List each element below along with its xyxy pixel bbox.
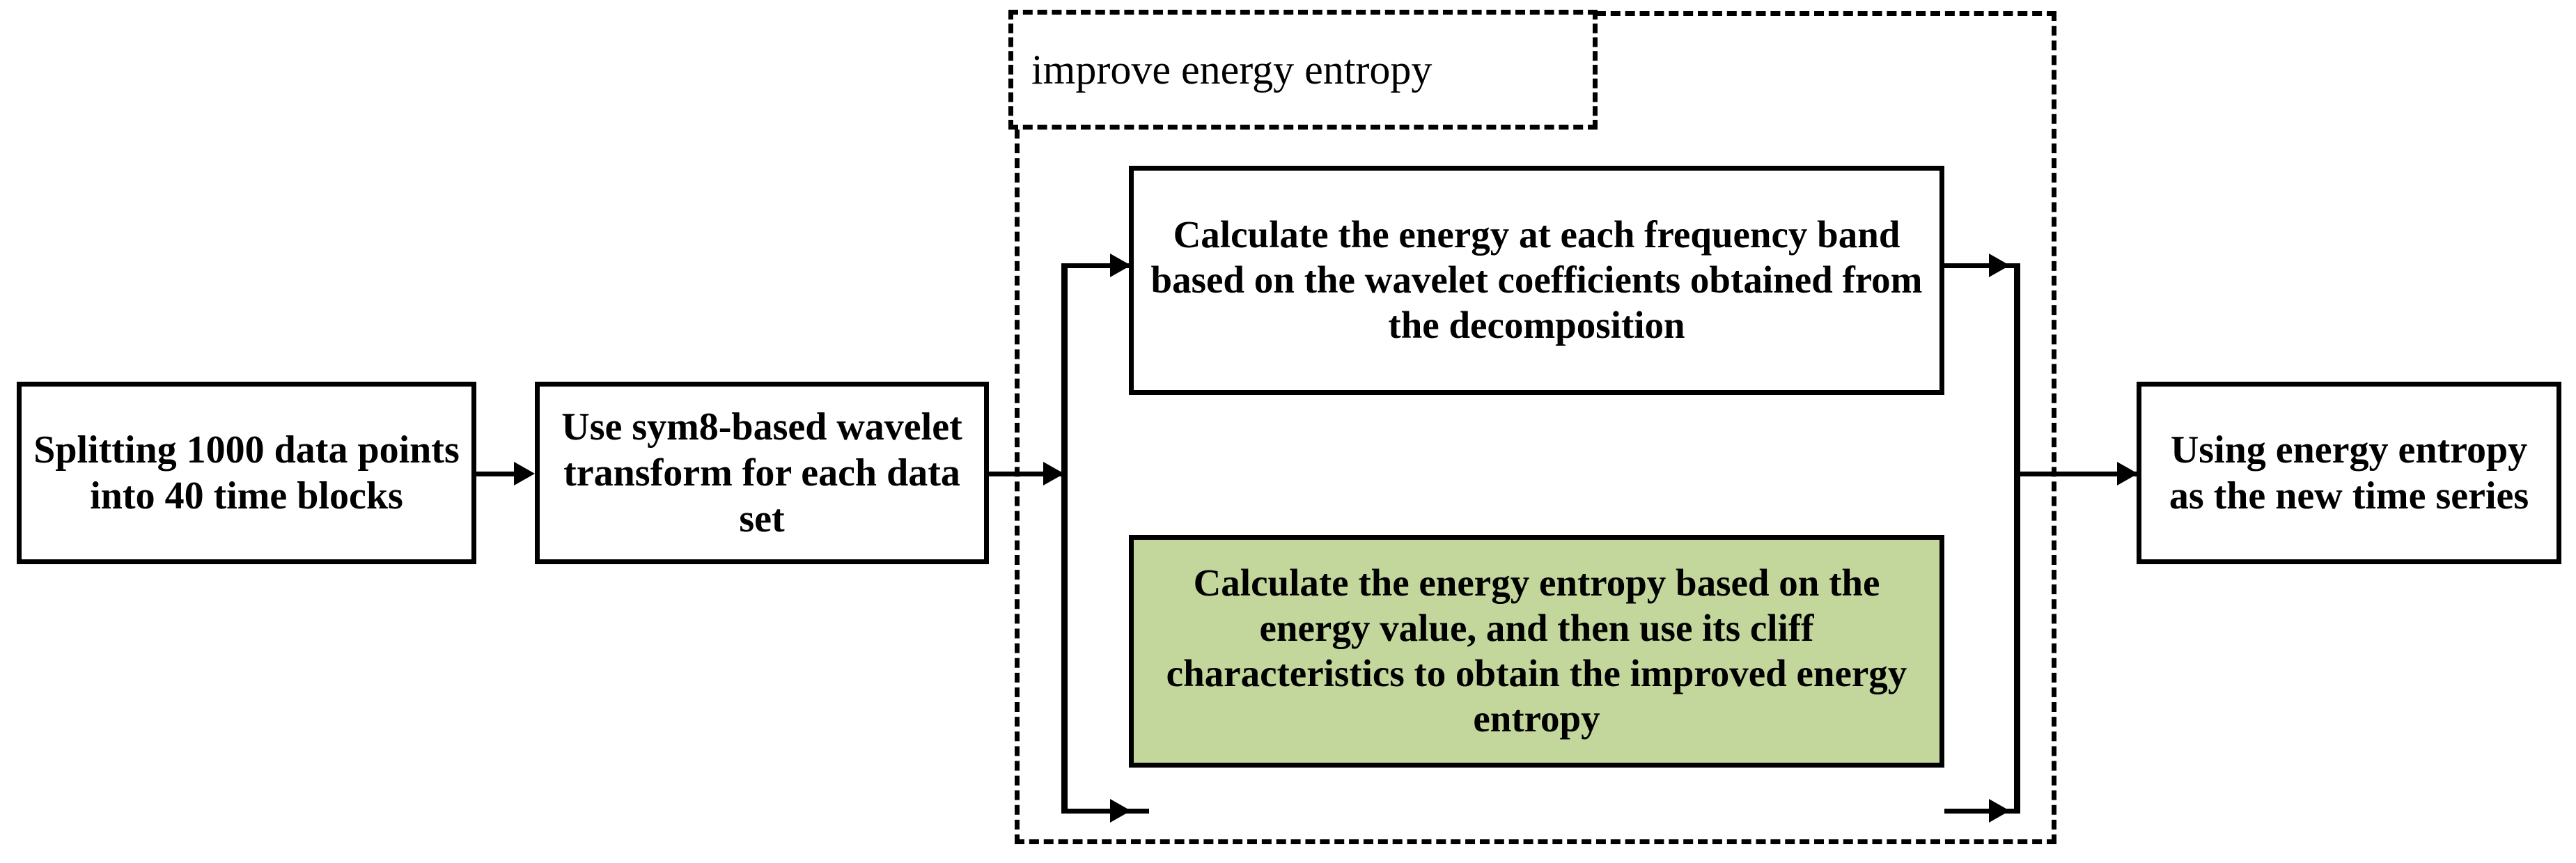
arrowhead-bus-to-calc-energy — [1110, 254, 1131, 277]
node-wavelet-transform-label: Use sym8-based wavelet transform for eac… — [561, 405, 962, 541]
connector-wavelet-to-bus — [989, 472, 1065, 476]
connector-calc-entropy-to-merge — [1944, 809, 2020, 814]
connector-bus-to-calc-energy — [1061, 263, 1149, 268]
arrowhead-bus-to-calc-entropy — [1110, 799, 1131, 823]
node-splitting-data-label: Splitting 1000 data points into 40 time … — [33, 428, 460, 518]
connector-bus-to-calc-entropy — [1061, 809, 1149, 814]
group-label-box: improve energy entropy — [1008, 10, 1598, 130]
node-calculate-entropy[interactable]: Calculate the energy entropy based on th… — [1129, 535, 1944, 768]
connector-split-to-wavelet — [476, 472, 515, 476]
node-using-energy-entropy-label: Using energy entropy as the new time ser… — [2169, 428, 2529, 518]
node-calculate-entropy-label: Calculate the energy entropy based on th… — [1166, 561, 1907, 740]
node-calculate-energy[interactable]: Calculate the energy at each frequency b… — [1129, 166, 1944, 395]
merge-bus-vertical — [2014, 263, 2020, 814]
arrowhead-calc-entropy-to-merge — [1989, 799, 2010, 823]
connector-calc-energy-to-merge — [1944, 263, 2020, 268]
node-calculate-energy-label: Calculate the energy at each frequency b… — [1150, 213, 1923, 346]
split-bus-vertical — [1061, 263, 1068, 814]
arrowhead-wavelet-to-bus — [1043, 462, 1064, 485]
arrowhead-merge-to-final — [2117, 462, 2138, 485]
group-label-text: improve energy entropy — [1031, 46, 1433, 93]
node-splitting-data[interactable]: Splitting 1000 data points into 40 time … — [17, 382, 476, 564]
node-using-energy-entropy[interactable]: Using energy entropy as the new time ser… — [2137, 382, 2561, 564]
arrowhead-calc-energy-to-merge — [1989, 254, 2010, 277]
connector-merge-to-final — [2014, 472, 2139, 476]
arrowhead-split-to-wavelet — [514, 462, 535, 485]
node-wavelet-transform[interactable]: Use sym8-based wavelet transform for eac… — [535, 382, 989, 564]
